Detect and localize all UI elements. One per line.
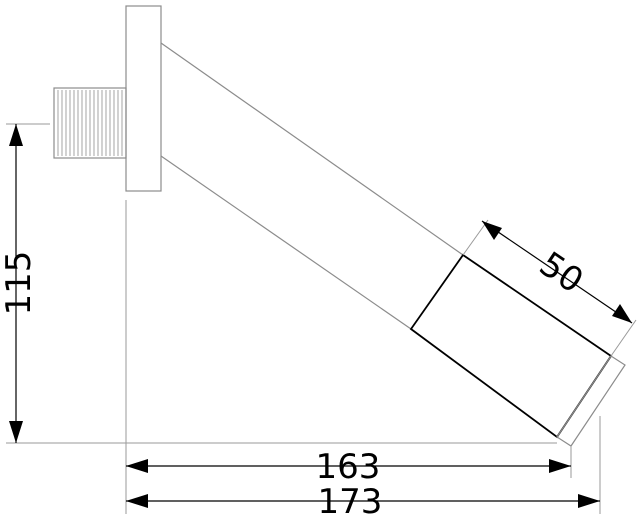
arrowhead xyxy=(578,494,600,508)
dimension-outer-projection: 173 xyxy=(126,482,600,518)
dimension-inner-projection: 163 xyxy=(126,447,571,487)
height-label: 115 xyxy=(0,251,39,316)
spout-body xyxy=(160,42,464,330)
thread-lines xyxy=(57,90,123,156)
spout-outlet xyxy=(556,355,626,447)
extension-lines xyxy=(6,123,637,514)
dimension-spout-width: 50 xyxy=(481,220,633,324)
wall-flange xyxy=(125,5,162,192)
threaded-connector xyxy=(53,87,127,159)
dimension-height: 115 xyxy=(0,124,39,443)
arrowhead xyxy=(549,459,571,473)
arrowhead xyxy=(9,124,23,146)
arrowhead xyxy=(482,221,502,240)
spout-head xyxy=(409,253,613,439)
arrowhead xyxy=(9,421,23,443)
outer-projection-label: 173 xyxy=(318,482,383,518)
inner-projection-label: 163 xyxy=(316,447,381,487)
arrowhead xyxy=(126,459,148,473)
arrowhead xyxy=(126,494,148,508)
arrowhead xyxy=(612,304,632,323)
spout-width-label: 50 xyxy=(532,244,590,301)
